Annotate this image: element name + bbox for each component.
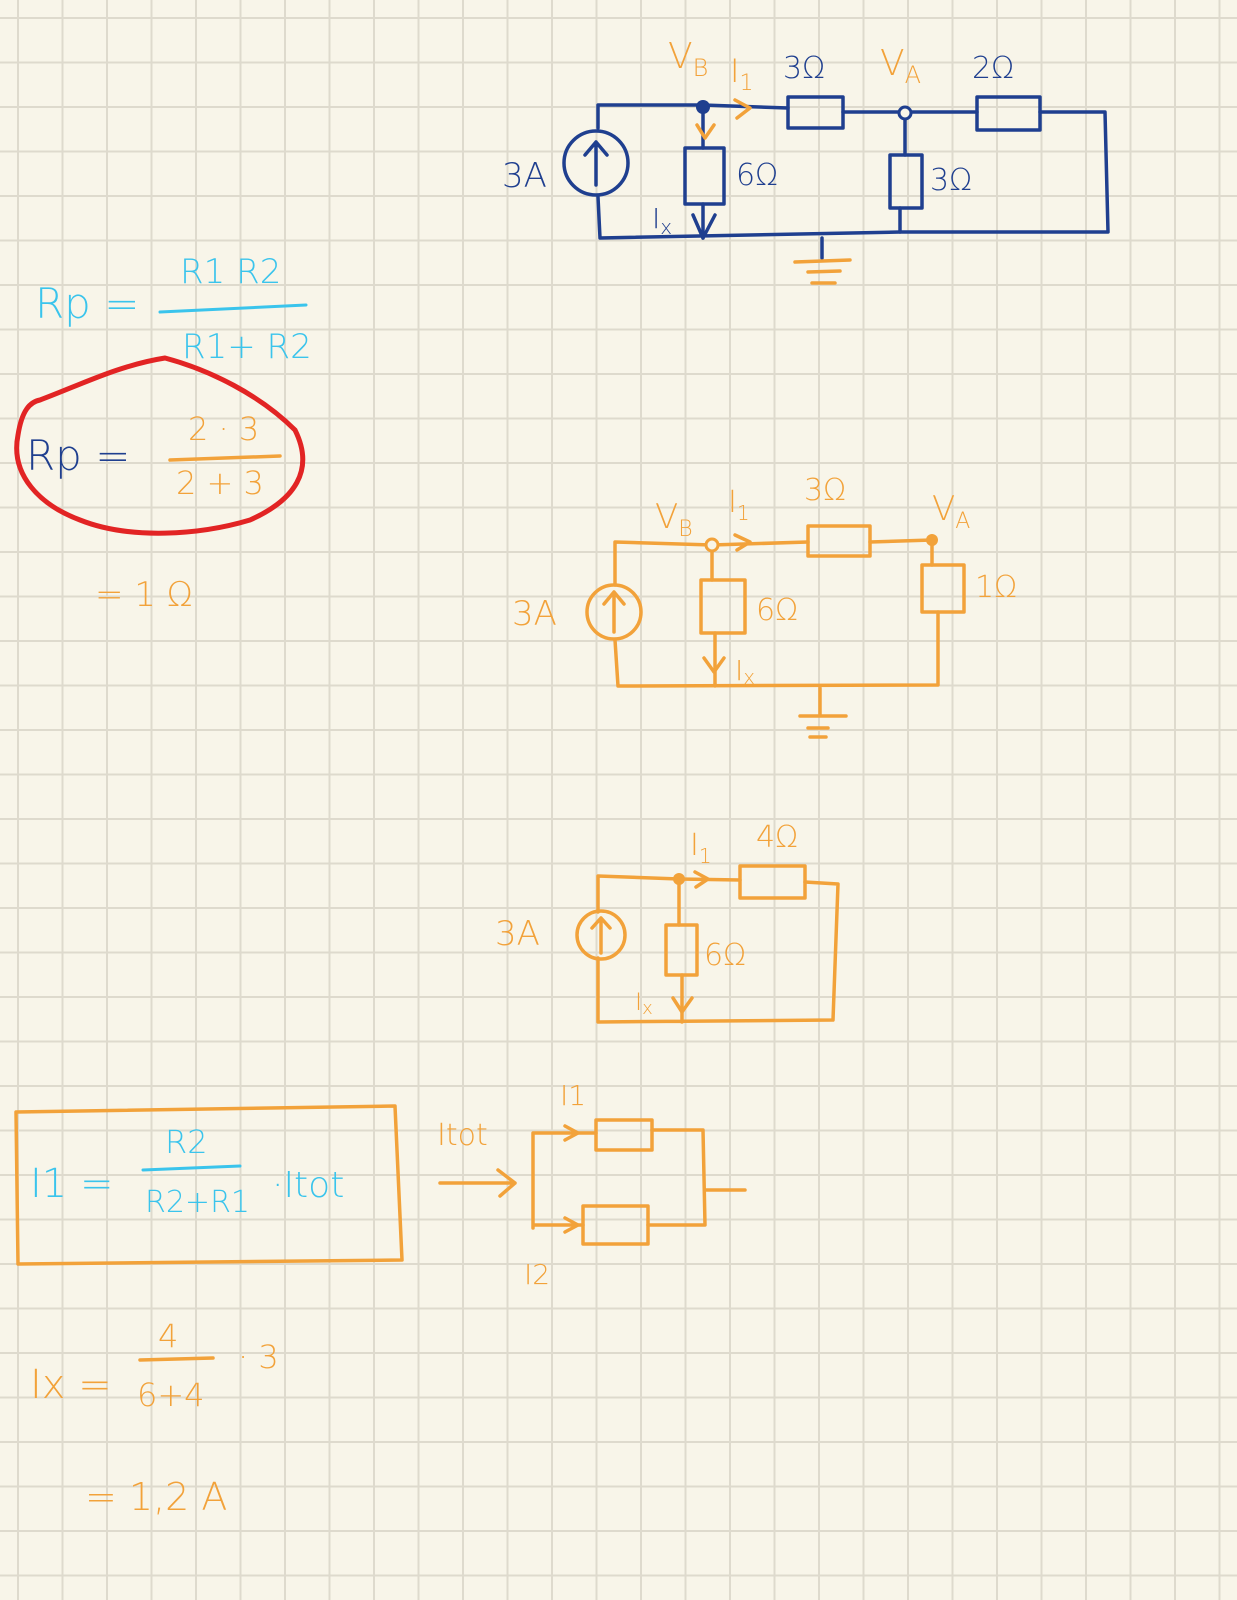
label-3ohm: 3Ω: [783, 51, 825, 86]
fraction-line: [141, 1164, 242, 1172]
resistor-6ohm: [664, 923, 699, 977]
label-vb: VB: [668, 36, 708, 82]
rp-denominator: R1+ R2: [182, 327, 312, 367]
ix-factor: · 3: [238, 1338, 279, 1376]
arrow-up-icon: [602, 590, 626, 634]
resistor-3ohm: [806, 524, 872, 558]
current-source: [585, 583, 643, 641]
formula-current-divider: I1 = R2 R2+R1 ·Itot: [14, 1104, 404, 1266]
label-ix: Ix: [652, 202, 672, 239]
label-va: VA: [880, 43, 921, 89]
divider-numerator: R2: [165, 1123, 208, 1161]
rp-values-denominator: 2 + 3: [176, 464, 264, 502]
arrow-up-icon: [590, 916, 612, 955]
label-i1: I1: [690, 828, 712, 868]
node-vb: [704, 537, 720, 553]
label-6ohm: 6Ω: [704, 938, 746, 973]
ground-icon: [793, 258, 852, 285]
resistor-1ohm: [920, 563, 966, 614]
formula-rp-values: Rp = 2 · 3 2 + 3 = 1 Ω: [14, 355, 306, 615]
formula-rp: Rp = R1 R2 R1+ R2: [35, 252, 312, 367]
current-arrow-icon: [563, 1124, 580, 1234]
resistor-3ohm-shunt: [888, 153, 924, 210]
rp-numerator: R1 R2: [180, 252, 281, 292]
circuit-4: Itot I1 I2: [437, 1079, 747, 1291]
node: [673, 873, 685, 885]
resistor-6ohm: [699, 578, 747, 635]
label-2ohm: 2Ω: [972, 51, 1014, 86]
resistor-2ohm: [975, 95, 1042, 132]
node-va: [926, 534, 938, 546]
arrow-up-icon: [583, 140, 609, 187]
resistor-3ohm: [786, 95, 845, 130]
label-6ohm: 6Ω: [736, 158, 778, 193]
label-1ohm: 1Ω: [975, 570, 1017, 605]
rp-values-numerator: 2 · 3: [188, 410, 259, 448]
arrow-down-icon: [691, 213, 717, 240]
wire: [596, 103, 1110, 240]
ix-result: = 1,2 A: [85, 1475, 227, 1519]
divider-denominator: R2+R1: [145, 1185, 250, 1220]
resistor-6ohm: [683, 146, 726, 206]
rp-values-lhs: Rp =: [26, 431, 130, 480]
box-outline: [14, 1104, 404, 1266]
fraction-line: [138, 1356, 215, 1362]
label-vb: VB: [655, 497, 693, 542]
resistor-top: [594, 1118, 654, 1152]
node-vb: [696, 100, 710, 114]
label-i1: I1: [730, 52, 753, 96]
ground-icon: [798, 714, 848, 739]
formula-ix: Ix = 4 6+4 · 3 = 1,2 A: [30, 1317, 279, 1519]
divider-factor: ·Itot: [272, 1165, 344, 1206]
label-ix: Ix: [735, 654, 755, 689]
label-i1: I1: [560, 1079, 586, 1112]
label-3ohm: 3Ω: [804, 473, 846, 508]
resistor-bottom: [581, 1204, 650, 1246]
current-arrow-icon: [702, 533, 752, 674]
divider-lhs: I1 =: [30, 1161, 113, 1207]
label-3ohm-shunt: 3Ω: [930, 163, 972, 198]
current-arrow-icon: [671, 870, 710, 1014]
circuit-1: VB I1 3Ω VA 2Ω 3A 6Ω 3Ω Ix: [502, 36, 1110, 285]
resistor-4ohm: [738, 864, 807, 900]
red-circle-highlight: [14, 355, 306, 536]
label-3a: 3A: [495, 914, 540, 954]
circuit-3: I1 4Ω 3A 6Ω Ix: [495, 820, 840, 1024]
rp-lhs: Rp =: [35, 279, 139, 328]
label-va: VA: [932, 489, 970, 534]
label-i2: I2: [524, 1258, 550, 1291]
label-i1: I1: [728, 485, 750, 525]
label-4ohm: 4Ω: [756, 820, 798, 855]
node-va: [897, 105, 913, 121]
rp-result: = 1 Ω: [95, 575, 193, 615]
fraction-line: [158, 303, 308, 314]
label-itot: Itot: [437, 1118, 488, 1153]
label-6ohm: 6Ω: [756, 593, 798, 628]
ix-numerator: 4: [158, 1317, 178, 1355]
circuit-2: VB I1 3Ω VA 3A 6Ω 1Ω Ix: [512, 473, 1017, 739]
current-source: [575, 909, 627, 961]
label-ix: Ix: [635, 988, 653, 1019]
current-arrow-icon: [695, 98, 752, 140]
ix-denominator: 6+4: [137, 1376, 205, 1414]
ix-lhs: Ix =: [30, 1362, 112, 1408]
label-3a: 3A: [512, 594, 557, 634]
label-3a: 3A: [502, 156, 547, 196]
current-source: [562, 129, 630, 197]
fraction-line: [168, 454, 282, 462]
